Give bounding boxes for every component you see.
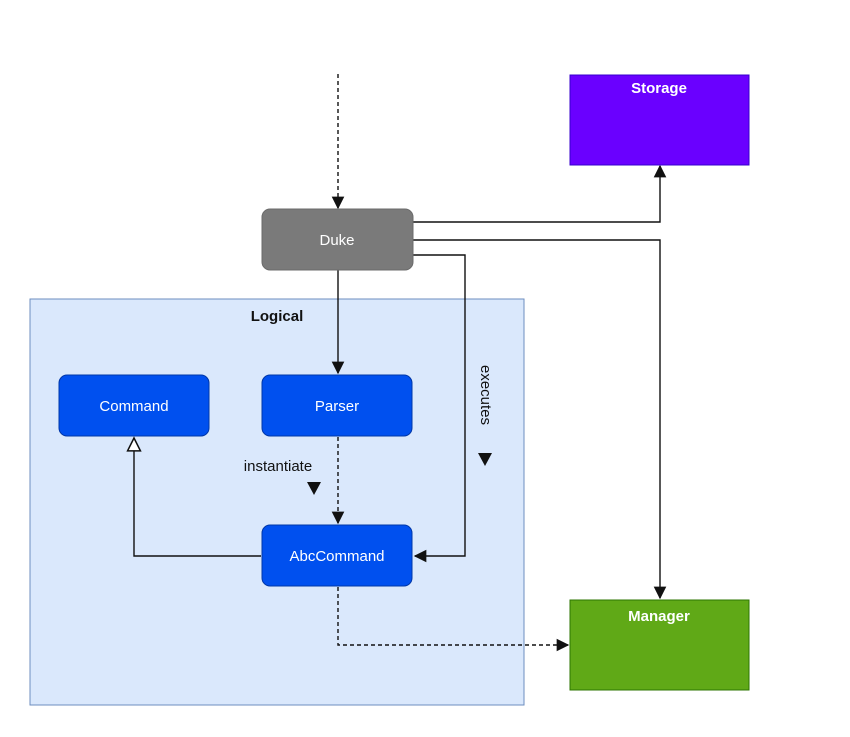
storage-node: Storage [569, 74, 750, 166]
abccommand-node: AbcCommand [261, 524, 413, 587]
command-node: Command [58, 374, 210, 437]
executes-direction-icon [478, 453, 492, 466]
edge-duke-storage [413, 164, 667, 223]
instantiate-direction-icon [307, 482, 321, 495]
logical-label: Logical [251, 308, 304, 325]
logical-container [29, 298, 525, 706]
edges [134, 74, 667, 652]
manager-label: Manager [628, 608, 690, 625]
parser-label: Parser [315, 398, 359, 415]
parser-node: Parser [261, 374, 413, 437]
executes-label: executes [477, 365, 494, 425]
duke-label: Duke [319, 232, 354, 249]
instantiate-label: instantiate [244, 458, 312, 475]
manager-node: Manager [569, 599, 750, 691]
edge-abccommand-manager [337, 587, 570, 652]
duke-node: Duke [261, 208, 414, 271]
edge-duke-abccommand [413, 254, 466, 563]
storage-label: Storage [631, 80, 687, 97]
edge-duke-manager [413, 239, 667, 600]
command-label: Command [99, 398, 168, 415]
edge-abccommand-command [134, 438, 261, 557]
abccommand-label: AbcCommand [289, 548, 384, 565]
